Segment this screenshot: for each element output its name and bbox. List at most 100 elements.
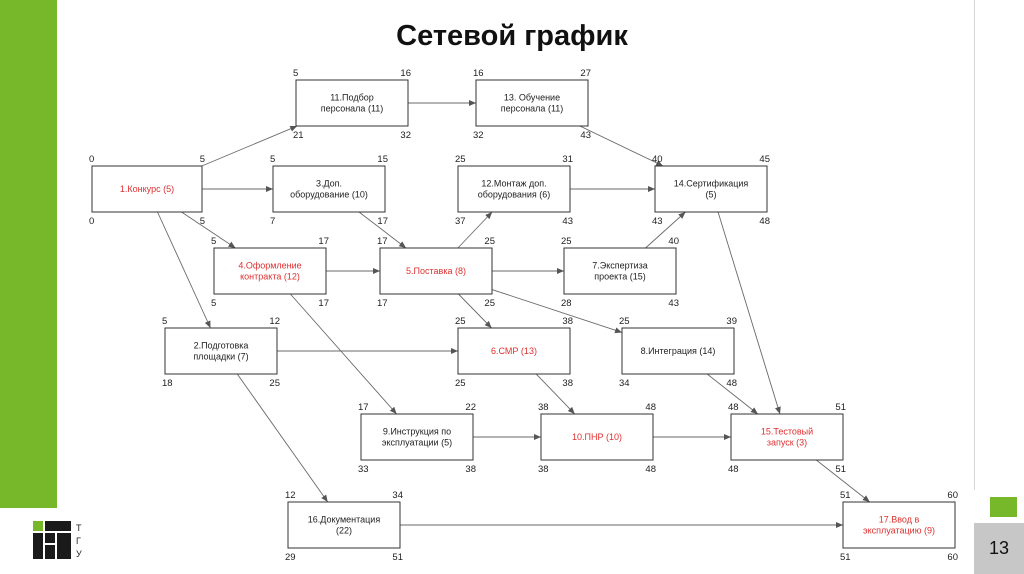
- node-box: [730, 413, 844, 461]
- node-early-finish: 38: [562, 316, 573, 327]
- node-late-finish: 25: [484, 298, 495, 309]
- edge-n8-to-n15: [706, 373, 759, 415]
- node-label: 1.Конкурс (5): [120, 184, 174, 194]
- node-early-start: 17: [358, 402, 369, 413]
- node-label: 4.Оформление: [238, 261, 301, 271]
- node-early-finish: 5: [200, 154, 205, 165]
- node-box: [164, 327, 278, 375]
- node-early-start: 25: [561, 236, 572, 247]
- node-early-finish: 40: [668, 236, 679, 247]
- node-early-start: 12: [285, 490, 296, 501]
- node-layer: 1.Конкурс (5) 0 5 0 5 11.Подбор персонала (11)…: [89, 68, 958, 563]
- edge-n5-to-n6: [458, 293, 492, 329]
- node-label: 11.Подбор: [330, 93, 374, 103]
- node-early-start: 25: [455, 316, 466, 327]
- node-early-start: 0: [89, 154, 94, 165]
- node-box: [91, 165, 203, 213]
- node-label: 12.Монтаж доп.: [481, 179, 546, 189]
- node-label: 3.Доп.: [316, 179, 342, 189]
- node-late-start: 18: [162, 378, 173, 389]
- node-late-start: 51: [840, 552, 851, 563]
- edge-n7-to-n14: [645, 211, 686, 249]
- node-late-finish: 48: [726, 378, 737, 389]
- edge-n2-to-n16: [236, 373, 329, 503]
- node-label: 5.Поставка (8): [406, 266, 466, 276]
- node-late-start: 37: [455, 216, 466, 227]
- node-late-start: 28: [561, 298, 572, 309]
- node-box: [540, 413, 654, 461]
- node-late-finish: 60: [947, 552, 958, 563]
- node-early-finish: 27: [580, 68, 591, 79]
- node-label: контракта (12): [240, 272, 300, 282]
- node-early-start: 5: [211, 236, 216, 247]
- node-late-start: 29: [285, 552, 296, 563]
- node-early-finish: 39: [726, 316, 737, 327]
- node-late-finish: 48: [645, 464, 656, 475]
- node-early-finish: 31: [562, 154, 573, 165]
- node-late-finish: 38: [465, 464, 476, 475]
- edge-n5-to-n8: [491, 289, 623, 334]
- edge-n5-to-n12: [457, 211, 493, 249]
- node-label: площадки (7): [193, 352, 248, 362]
- edge-layer: [157, 100, 871, 528]
- node-late-finish: 51: [835, 464, 846, 475]
- node-early-finish: 34: [392, 490, 403, 501]
- node-early-finish: 12: [269, 316, 280, 327]
- accent-side-bar: [0, 0, 57, 508]
- node-box: [457, 165, 571, 213]
- node-late-finish: 51: [392, 552, 403, 563]
- node-late-finish: 17: [377, 216, 388, 227]
- node-early-finish: 22: [465, 402, 476, 413]
- node-early-start: 5: [293, 68, 298, 79]
- node-early-finish: 45: [759, 154, 770, 165]
- edge-n1-to-n11: [201, 125, 298, 167]
- university-logo-icon: [33, 521, 71, 559]
- node-box: [379, 247, 493, 295]
- node-early-start: 25: [455, 154, 466, 165]
- node-box: [213, 247, 327, 295]
- node-box: [654, 165, 768, 213]
- node-box: [563, 247, 677, 295]
- node-late-finish: 43: [580, 130, 591, 141]
- node-late-start: 5: [211, 298, 216, 309]
- node-box: [287, 501, 401, 549]
- node-early-finish: 17: [318, 236, 329, 247]
- node-early-finish: 16: [400, 68, 411, 79]
- node-box: [457, 327, 571, 375]
- edge-n15-to-n17: [815, 459, 871, 503]
- node-label: 15.Тестовый: [761, 427, 813, 437]
- slide-title: Сетевой график: [396, 20, 628, 52]
- node-late-start: 0: [89, 216, 94, 227]
- node-early-start: 38: [538, 402, 549, 413]
- node-box: [272, 165, 386, 213]
- edge-n6-to-n10: [535, 373, 576, 415]
- node-late-start: 48: [728, 464, 739, 475]
- node-late-start: 43: [652, 216, 663, 227]
- node-label: 16.Документация: [308, 515, 381, 525]
- node-box: [475, 79, 589, 127]
- node-label: персонала (11): [501, 104, 564, 114]
- node-label: 9.Инструкция по: [383, 427, 451, 437]
- node-label: 17.Ввод в: [879, 515, 920, 525]
- node-label: эксплуатации (5): [382, 438, 452, 448]
- node-late-start: 34: [619, 378, 630, 389]
- edge-n3-to-n5: [358, 211, 407, 249]
- node-label: 2.Подготовка: [194, 341, 249, 351]
- node-late-finish: 25: [269, 378, 280, 389]
- edge-n1-to-n4: [181, 211, 236, 249]
- logo-letter: Т: [76, 523, 82, 533]
- node-label: оборудование (10): [290, 190, 368, 200]
- node-early-finish: 15: [377, 154, 388, 165]
- node-early-start: 5: [162, 316, 167, 327]
- edge-n14-to-n15: [717, 211, 781, 415]
